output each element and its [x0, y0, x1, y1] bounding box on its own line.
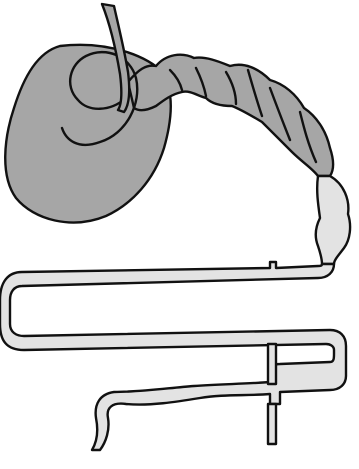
- looping-tube: [0, 262, 346, 450]
- short-duct-lower: [268, 404, 276, 444]
- light-tube-segment: [316, 176, 350, 264]
- short-duct: [268, 344, 276, 384]
